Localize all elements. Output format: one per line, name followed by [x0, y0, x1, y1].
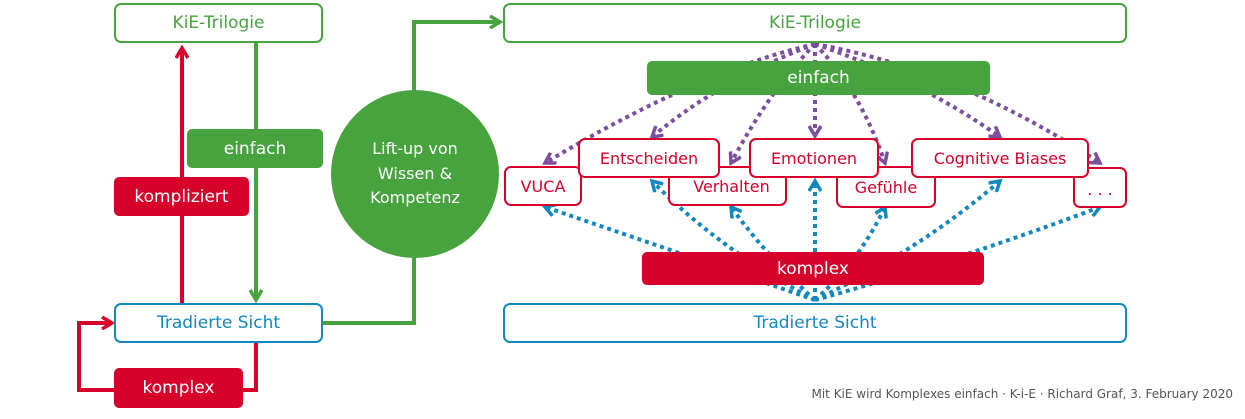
arrow-komplex-loop: [77, 323, 258, 392]
lift-up-line-1: Lift-up von: [372, 138, 458, 158]
footer-caption: Mit KiE wird Komplexes einfach · K-i-E ·…: [811, 387, 1233, 401]
einfach-arrow-gefuehle: [813, 42, 885, 163]
left-tradierte-sicht-box: Tradierte Sicht: [114, 303, 323, 343]
left-kie-trilogie-box: KiE-Trilogie: [114, 3, 323, 43]
komplex-arrow-cognitive-biases: [814, 181, 1000, 302]
topic-cognitive-biases: Cognitive Biases: [911, 138, 1089, 178]
topic-verhalten: Verhalten: [668, 166, 787, 206]
right-kie-trilogie-box: KiE-Trilogie: [503, 3, 1127, 43]
lift-up-line-2: Wissen &: [377, 163, 453, 183]
left-kompliziert-label: kompliziert: [114, 177, 249, 216]
right-einfach-bar: einfach: [647, 61, 990, 95]
topic-entscheiden: Entscheiden: [578, 138, 720, 178]
right-tradierte-sicht-box: Tradierte Sicht: [503, 303, 1127, 343]
lift-up-circle: Lift-up von Wissen & Kompetenz: [331, 90, 499, 258]
left-komplex-label: komplex: [114, 368, 243, 408]
lift-up-line-3: Kompetenz: [370, 188, 460, 208]
topic-vuca: VUCA: [504, 166, 582, 206]
left-einfach-label: einfach: [187, 129, 323, 168]
topic-emotionen: Emotionen: [749, 138, 879, 178]
right-komplex-bar: komplex: [642, 252, 984, 285]
